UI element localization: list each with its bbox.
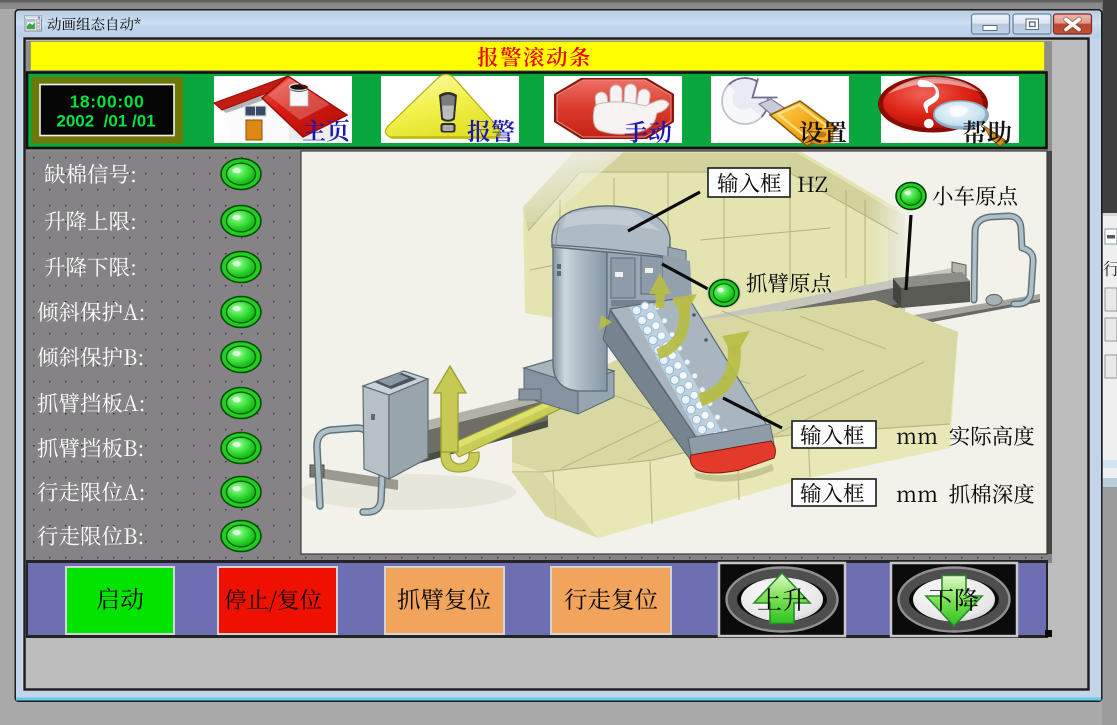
- svg-text:2002 /01 /01: 2002 /01 /01: [56, 112, 155, 131]
- svg-text:18:00:00: 18:00:00: [70, 92, 145, 112]
